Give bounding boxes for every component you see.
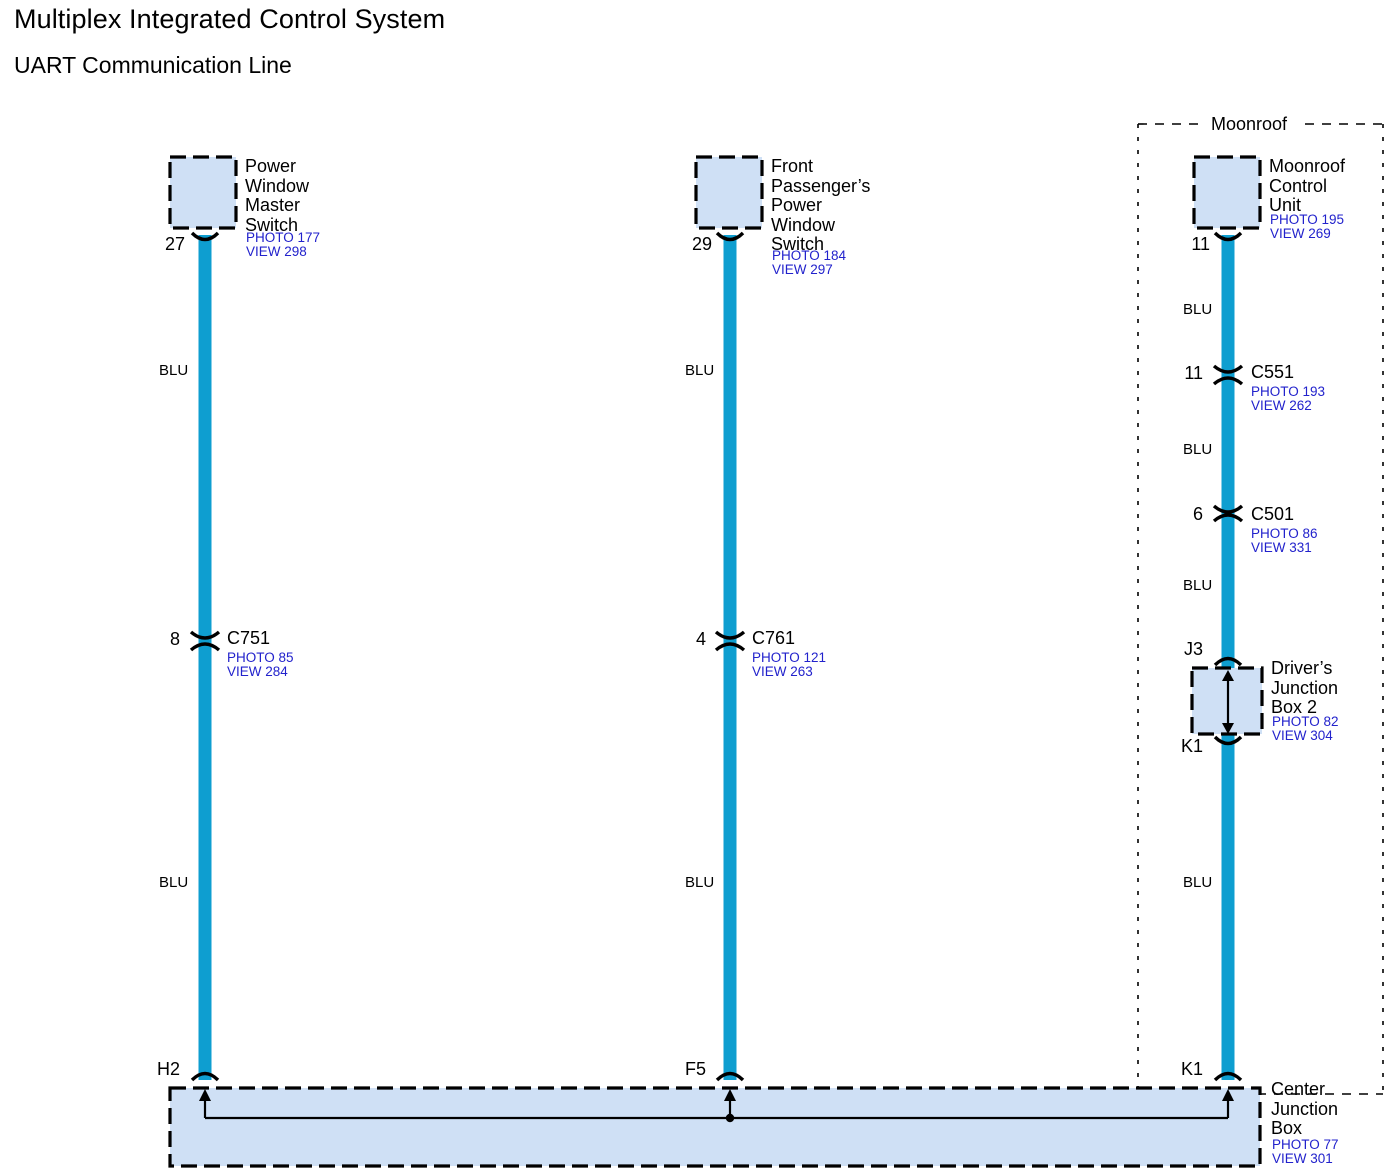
pin-label-j3: J3: [1183, 639, 1203, 659]
pin-label-6-c501: 6: [1192, 504, 1203, 524]
photo-ref-c751[interactable]: PHOTO 85: [227, 650, 294, 665]
component-label-drivers-junction-box-2: Driver’s Junction Box 2: [1271, 658, 1339, 717]
photo-ref-drivers-junction-box-2[interactable]: PHOTO 82: [1272, 714, 1339, 729]
terminal-arc-k1-cjb: [1213, 1071, 1243, 1082]
photo-ref-c761[interactable]: PHOTO 121: [752, 650, 827, 665]
view-ref-drivers-junction-box-2[interactable]: VIEW 304: [1272, 728, 1333, 743]
wire-color-label-col2-upper: BLU: [685, 362, 715, 379]
terminal-arc-11: [1213, 231, 1243, 242]
pin-label-k1-djb: K1: [1180, 736, 1203, 756]
wire-color-label-col1-lower: BLU: [159, 874, 189, 891]
connector-arc-c751-upper: [189, 630, 221, 640]
pin-label-29: 29: [691, 234, 712, 254]
connector-label-c501: C501: [1251, 504, 1295, 524]
cjb-junction-dot-f5: [725, 1113, 735, 1123]
cjb-arrow-h2: [199, 1089, 211, 1101]
terminal-arc-f5: [715, 1071, 745, 1082]
connector-arc-c501-lower: [1212, 504, 1244, 514]
connector-label-c751: C751: [227, 628, 271, 648]
column-power-window-master-switch: [168, 155, 238, 1082]
terminal-arc-h2: [190, 1071, 220, 1082]
connector-arc-c501-upper: [1212, 513, 1244, 523]
moonroof-enclosure: [1137, 123, 1384, 1095]
djb2-arrow-up: [1222, 670, 1234, 681]
column-moonroof-control-unit: [1190, 155, 1264, 1082]
component-label-front-passengers-power-window-switch: Front Passenger’s Power Window Switch: [771, 156, 871, 254]
page-subtitle: UART Communication Line: [14, 52, 292, 78]
view-ref-moonroof-control-unit[interactable]: VIEW 269: [1270, 226, 1331, 241]
component-box-moonroof-control-unit: [1192, 155, 1262, 230]
component-label-center-junction-box: Center Junction Box: [1271, 1079, 1339, 1138]
pin-label-4: 4: [695, 629, 706, 649]
component-box-power-window-master-switch: [168, 155, 238, 230]
pin-label-8: 8: [169, 629, 180, 649]
view-ref-front-passengers-power-window-switch[interactable]: VIEW 297: [772, 262, 833, 277]
view-ref-power-window-master-switch[interactable]: VIEW 298: [246, 244, 307, 259]
terminal-label-f5: F5: [684, 1059, 706, 1079]
wire-color-label-col3-seg3: BLU: [1183, 577, 1213, 594]
terminal-arc-k1-djb: [1213, 735, 1243, 746]
terminal-label-h2: H2: [156, 1059, 180, 1079]
pin-label-11-c551: 11: [1184, 363, 1203, 383]
wire-color-label-col3-seg2: BLU: [1183, 441, 1213, 458]
connector-arc-c751-lower: [189, 642, 221, 652]
photo-ref-c501[interactable]: PHOTO 86: [1251, 526, 1318, 541]
wire-color-label-col3-seg4: BLU: [1183, 874, 1213, 891]
connector-arc-c551-upper: [1212, 364, 1244, 374]
view-ref-c501[interactable]: VIEW 331: [1251, 540, 1312, 555]
enclosure-label-moonroof: Moonroof: [1205, 114, 1294, 135]
terminal-arc-27: [190, 231, 220, 242]
photo-ref-center-junction-box[interactable]: PHOTO 77: [1272, 1137, 1339, 1152]
connector-label-c761: C761: [752, 628, 796, 648]
component-label-power-window-master-switch: Power Window Master Switch: [245, 156, 310, 235]
wire-color-label-col2-lower: BLU: [685, 874, 715, 891]
component-box-center-junction-box: [168, 1086, 1262, 1168]
terminal-arc-29: [715, 231, 745, 242]
photo-ref-moonroof-control-unit[interactable]: PHOTO 195: [1270, 212, 1345, 227]
page-title: Multiplex Integrated Control System: [14, 4, 446, 34]
wire-color-label-col3-seg1: BLU: [1183, 301, 1213, 318]
view-ref-c551[interactable]: VIEW 262: [1251, 398, 1312, 413]
view-ref-center-junction-box[interactable]: VIEW 301: [1272, 1151, 1333, 1166]
cjb-arrow-f5: [724, 1089, 736, 1101]
connector-arc-c761-upper: [714, 630, 746, 640]
pin-label-11-component: 11: [1191, 234, 1210, 254]
terminal-label-k1-cjb: K1: [1180, 1059, 1203, 1079]
connector-arc-c551-lower: [1212, 376, 1244, 386]
photo-ref-front-passengers-power-window-switch[interactable]: PHOTO 184: [772, 248, 847, 263]
photo-ref-c551[interactable]: PHOTO 193: [1251, 384, 1326, 399]
connector-arc-c761-lower: [714, 642, 746, 652]
view-ref-c761[interactable]: VIEW 263: [752, 664, 813, 679]
cjb-arrow-k1: [1222, 1089, 1234, 1101]
djb2-arrow-down: [1222, 723, 1234, 734]
component-box-front-passengers-power-window-switch: [694, 155, 764, 230]
column-front-passengers-power-window-switch: [694, 155, 764, 1082]
pin-label-27: 27: [164, 234, 185, 254]
center-junction-box: [168, 1086, 1262, 1168]
terminal-arc-j3: [1213, 656, 1243, 667]
view-ref-c751[interactable]: VIEW 284: [227, 664, 288, 679]
connector-label-c551: C551: [1251, 362, 1295, 382]
wire-color-label-col1-upper: BLU: [159, 362, 189, 379]
component-label-moonroof-control-unit: Moonroof Control Unit: [1269, 156, 1346, 215]
photo-ref-power-window-master-switch[interactable]: PHOTO 177: [246, 230, 321, 245]
